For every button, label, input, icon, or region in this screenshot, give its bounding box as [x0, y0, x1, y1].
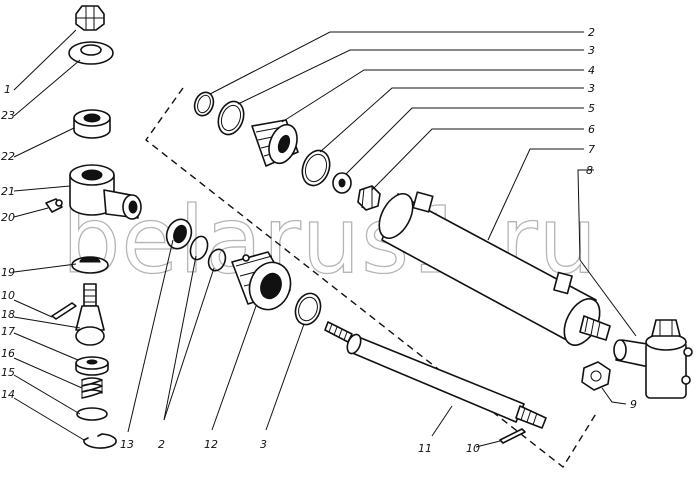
part-4-cup-seal	[251, 119, 299, 167]
callout-2-upper: 2	[588, 26, 595, 39]
callout-12: 12	[204, 438, 218, 451]
callout-10-lower: 10	[466, 442, 480, 455]
part-10-cotter-pin-lower	[499, 428, 526, 444]
assembly-boundary	[145, 87, 598, 469]
callout-22: 22	[1, 150, 15, 163]
part-18-ball-stud	[75, 283, 105, 346]
part-19-ball-seat	[71, 256, 109, 274]
part-3-washer-lower	[294, 292, 322, 326]
part-16-spring	[81, 377, 103, 399]
callout-10-upper: 10	[1, 289, 15, 302]
callout-15: 15	[1, 366, 15, 379]
callout-23: 23	[1, 109, 15, 122]
callout-14: 14	[1, 388, 15, 401]
callout-7: 7	[588, 143, 595, 156]
callout-3-lower: 3	[260, 438, 267, 451]
part-3-washer-middle	[301, 149, 331, 187]
part-11-rod	[324, 321, 547, 429]
part-3-washer-upper	[217, 100, 245, 136]
callout-1: 1	[4, 83, 11, 96]
callout-3-middle: 3	[588, 82, 595, 95]
callout-17: 17	[1, 325, 15, 338]
callout-3-upper: 3	[588, 44, 595, 57]
part-6-castle-nut	[357, 185, 381, 211]
leader-lines	[13, 29, 637, 448]
part-15-plug	[76, 407, 108, 421]
part-2-o-ring-upper	[193, 91, 215, 117]
part-1-castle-nut	[75, 5, 105, 31]
part-12-piston	[231, 251, 292, 311]
callout-11: 11	[418, 442, 432, 455]
callout-19: 19	[1, 266, 15, 279]
callout-4: 4	[588, 64, 595, 77]
callout-9: 9	[630, 398, 637, 411]
callout-13: 13	[120, 438, 134, 451]
part-5-washer-small	[332, 172, 352, 194]
part-17-liner	[75, 356, 109, 376]
callout-21: 21	[1, 185, 15, 198]
callout-18: 18	[1, 308, 15, 321]
part-23-washer	[68, 41, 114, 65]
part-21-ball-housing	[69, 164, 142, 220]
part-8-ball-end	[613, 319, 693, 399]
part-20-grease-fitting	[45, 198, 63, 213]
part-9-hex-nut	[581, 361, 611, 391]
callout-5: 5	[588, 102, 595, 115]
callout-2-lower: 2	[158, 438, 165, 451]
part-10-cotter-pin	[51, 302, 77, 320]
callout-20: 20	[1, 211, 15, 224]
part-22-bushing	[73, 109, 111, 139]
part-7-cylinder-body	[378, 191, 611, 346]
callout-16: 16	[1, 347, 15, 360]
callout-6: 6	[588, 123, 595, 136]
callout-8: 8	[586, 164, 593, 177]
part-14-snap-ring	[83, 433, 117, 449]
